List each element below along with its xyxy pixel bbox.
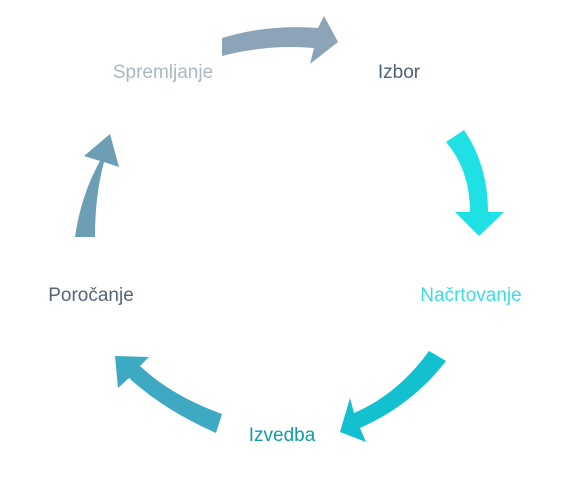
arrow-spremljanje-to-izbor [222,16,338,64]
stage-label-izbor: Izbor [377,62,421,83]
arrow-porocanje-to-spremljanje [75,134,119,237]
arrow-izvedba-to-porocanje [115,356,222,433]
arrow-izbor-to-nacrtovanje [446,130,504,236]
stage-label-nacrtovanje: Načrtovanje [420,285,522,306]
arrow-nacrtovanje-to-izvedba [340,351,446,442]
stage-label-spremljanje: Spremljanje [112,62,214,83]
stage-label-izvedba: Izvedba [248,425,316,446]
stage-label-porocanje: Poročanje [48,285,134,306]
